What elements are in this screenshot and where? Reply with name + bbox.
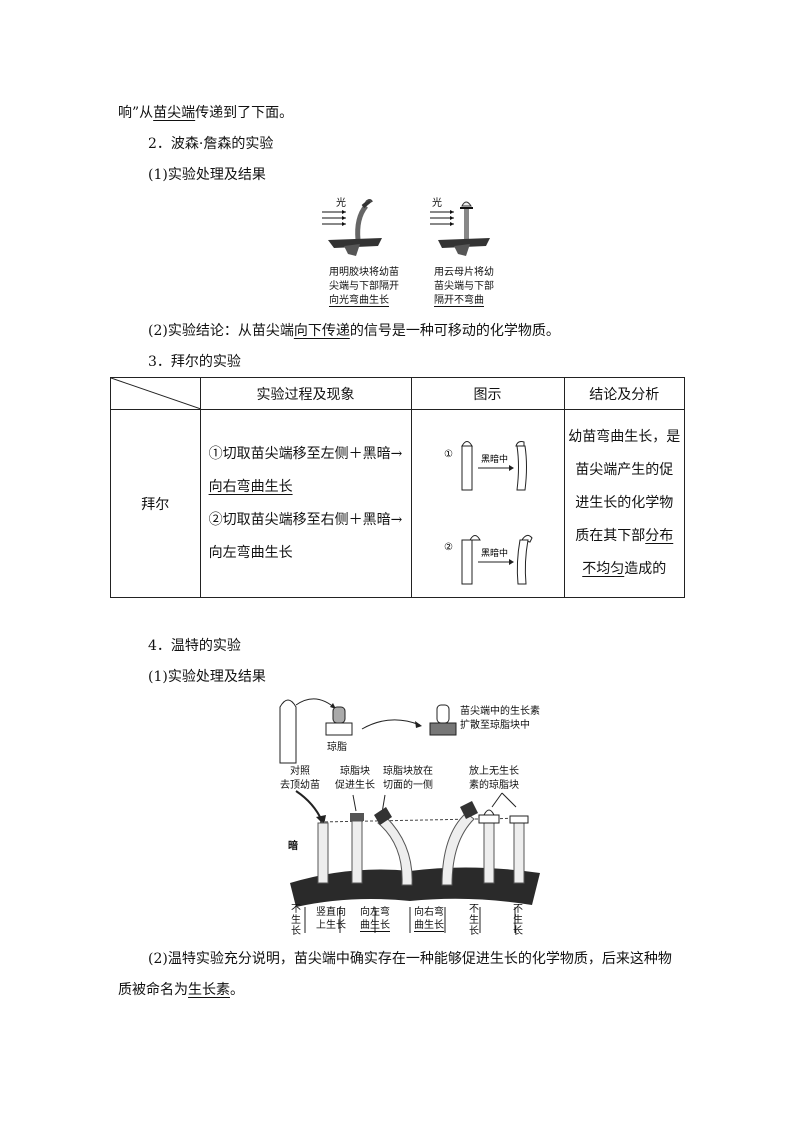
label-agar-promotes-line2: 促进生长 xyxy=(335,780,375,791)
caption-mica-line3: 隔开不弯曲 xyxy=(434,295,484,306)
paal-figure: ① 黑暗中 ② 黑暗中 xyxy=(444,441,533,585)
label-control-line1: 对照 xyxy=(290,766,310,777)
label-blank-agar-line1: 放上无生长 xyxy=(469,766,519,777)
went-figure xyxy=(279,698,540,933)
caption-mica-line1: 用云母片将幼 xyxy=(434,267,494,278)
result-3-line2: 曲生长 xyxy=(360,920,390,931)
step1-result: 向右弯曲生长 xyxy=(208,478,293,495)
label-blank-agar-line2: 素的琼脂块 xyxy=(469,780,519,791)
agar-label: 琼脂 xyxy=(327,742,347,753)
caption-gelatin-line2: 尖端与下部隔开 xyxy=(329,281,399,292)
process-cell: ①切取苗尖端移至左侧＋黑暗→ 向右弯曲生长 ②切取苗尖端移至右侧＋黑暗→ 向左弯… xyxy=(199,409,412,598)
left-seedling-gelatin xyxy=(322,199,382,256)
fig-number-2: ② xyxy=(444,542,453,553)
light-label-left: 光 xyxy=(336,198,346,209)
paragraph-continuation: 响”从苗尖端传递到了下面。 xyxy=(118,105,294,121)
table-header-row: 实验过程及现象 图示 结论及分析 xyxy=(110,377,686,410)
went-conclusion-line2: 质被命名为生长素。 xyxy=(118,982,244,998)
fig-number-1: ① xyxy=(444,449,453,460)
header-conclusion: 结论及分析 xyxy=(563,377,686,410)
step1-text: ①切取苗尖端移至左侧＋黑暗→ xyxy=(208,445,403,462)
figure-cell: ① 黑暗中 ② 黑暗中 xyxy=(410,409,565,598)
heading-boysen-jensen: 2．波森·詹森的实验 xyxy=(148,136,274,152)
result-2-line1: 竖直向 xyxy=(316,907,346,918)
diffuse-label-line2: 扩散至琼脂块中 xyxy=(460,720,530,731)
label-control-line2: 去顶幼苗 xyxy=(280,780,320,791)
subheading-went-procedure: (1)实验处理及结果 xyxy=(148,669,266,685)
boysen-conclusion: (2)实验结论：从苗尖端向下传递的信号是一种可移动的化学物质。 xyxy=(148,323,560,339)
heading-went: 4．温特的实验 xyxy=(148,638,241,654)
result-6-no-growth: 不生长 xyxy=(513,904,523,937)
step2-result: 向左弯曲生长 xyxy=(208,544,293,561)
dark-label: 暗 xyxy=(288,841,298,852)
light-label-right: 光 xyxy=(432,198,442,209)
conclusion-cell: 幼苗弯曲生长，是 苗尖端产生的促 进生长的化学物 质在其下部分布 不均匀造成的 xyxy=(563,409,686,598)
result-3-line1: 向左弯 xyxy=(360,907,390,918)
heading-paal: 3．拜尔的实验 xyxy=(148,354,241,370)
step2-text: ②切取苗尖端移至右侧＋黑暗→ xyxy=(208,511,403,528)
went-conclusion-line1: (2)温特实验充分说明，苗尖端中确实存在一种能够促进生长的化学物质，后来这种物 xyxy=(148,951,672,967)
fig-dark-label-1: 黑暗中 xyxy=(481,453,508,465)
caption-gelatin-line3: 向光弯曲生长 xyxy=(329,295,389,306)
label-agar-side-line1: 琼脂块放在 xyxy=(383,766,433,777)
result-4-line2: 曲生长 xyxy=(414,920,444,931)
paal-experiment-table: 实验过程及现象 图示 结论及分析 拜尔 ①切取苗尖端移至左侧＋黑暗→ 向右弯曲生… xyxy=(110,377,686,598)
subheading-boysen-procedure: (1)实验处理及结果 xyxy=(148,167,266,183)
header-figure: 图示 xyxy=(410,377,565,410)
row-label-paal: 拜尔 xyxy=(110,409,201,598)
label-agar-side-line2: 切面的一侧 xyxy=(383,780,433,791)
result-1-no-growth: 不生长 xyxy=(291,904,301,937)
result-5-no-growth: 不生长 xyxy=(469,904,479,937)
diagonal-header-cell xyxy=(110,377,201,410)
boysen-jensen-figure xyxy=(322,199,490,256)
diffuse-label-line1: 苗尖端中的生长素 xyxy=(460,706,540,717)
right-seedling-mica xyxy=(430,201,490,256)
caption-mica-line2: 苗尖端与下部 xyxy=(434,281,494,292)
caption-gelatin-line1: 用明胶块将幼苗 xyxy=(329,267,399,278)
header-process: 实验过程及现象 xyxy=(199,377,412,410)
table-row: 拜尔 ①切取苗尖端移至左侧＋黑暗→ 向右弯曲生长 ②切取苗尖端移至右侧＋黑暗→ … xyxy=(110,409,686,598)
label-agar-promotes-line1: 琼脂块 xyxy=(340,766,370,777)
result-4-line1: 向右弯 xyxy=(414,907,444,918)
result-2-line2: 上生长 xyxy=(316,920,346,931)
fig-dark-label-2: 黑暗中 xyxy=(481,547,508,559)
